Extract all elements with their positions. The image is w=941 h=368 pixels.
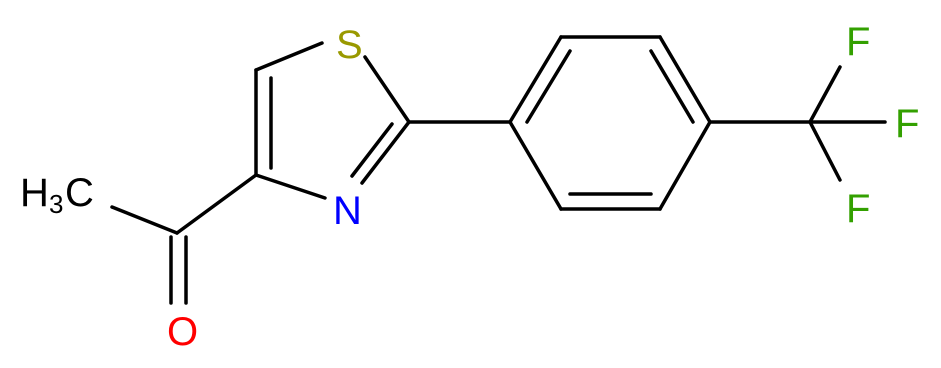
bond-ph3-ph4-inner [649, 49, 695, 124]
bond-ph4-ph5 [658, 120, 712, 211]
bond-c5-s1 [254, 41, 324, 72]
nitrogen-atom-label: N [333, 189, 362, 233]
fluorine-atom-label-3: F [846, 187, 870, 231]
bond-carbonyl-methyl [110, 205, 179, 235]
bond-ph3-ph4 [658, 35, 712, 124]
bond-c2-n3-inner [350, 122, 394, 178]
bond-c4-carbonyl [175, 173, 258, 235]
bond-ph1-ph2 [508, 35, 563, 124]
oxygen-atom-label: O [167, 310, 198, 354]
bond-cf3-f3 [808, 120, 842, 182]
bond-n3-c4 [254, 173, 327, 200]
methyl-c-label: C [65, 171, 94, 215]
bond-ph6-ph1 [508, 120, 563, 211]
methyl-subscript-label: 3 [49, 189, 63, 219]
bond-cf3-f1 [808, 65, 842, 124]
fluorine-atom-label-2: F [895, 102, 919, 146]
bond-ph1-ph2-inner [525, 49, 572, 124]
bond-s1-c2 [363, 55, 411, 124]
sulfur-atom-label: S [336, 23, 363, 67]
bond-c2-n3 [360, 120, 411, 185]
fluorine-atom-label-1: F [846, 20, 870, 64]
methyl-h-label: H [20, 171, 49, 215]
